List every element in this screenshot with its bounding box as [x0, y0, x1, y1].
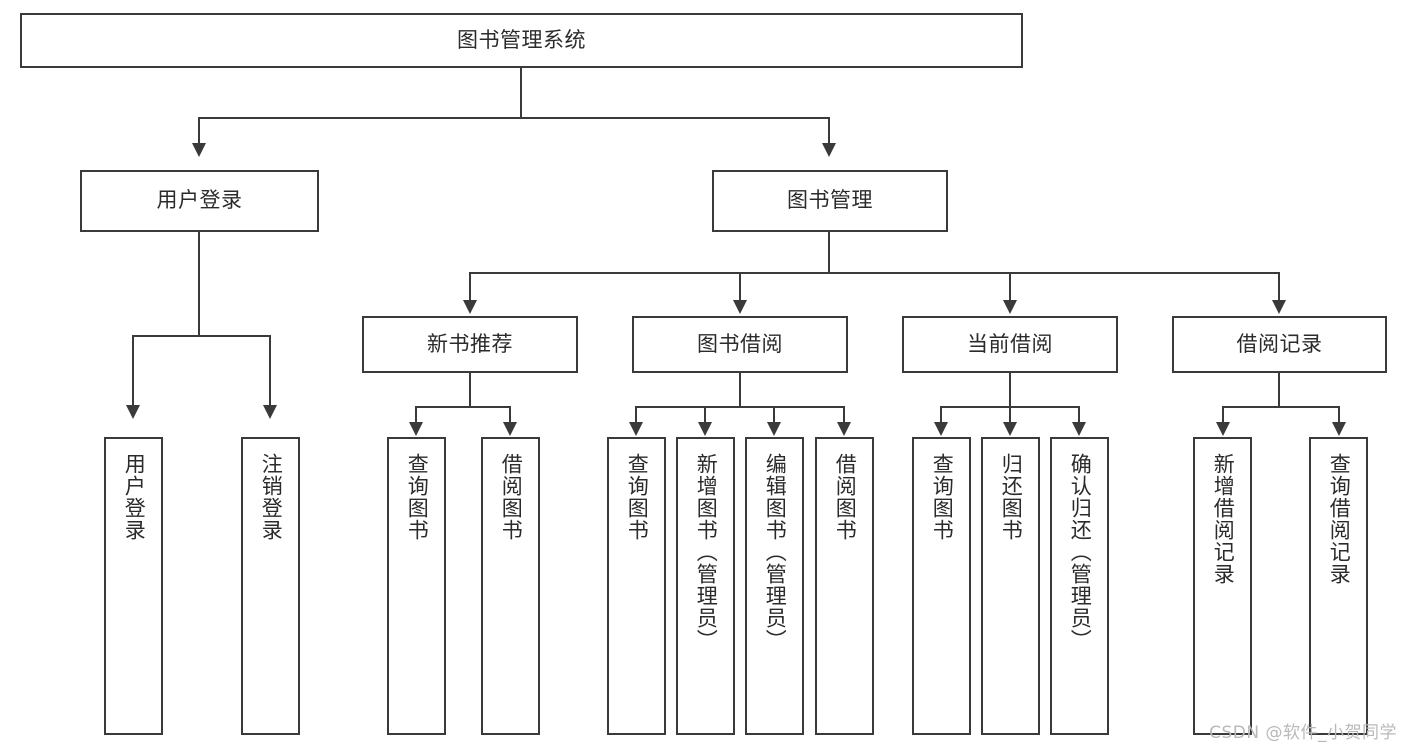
connector-book-borrow-drop-2	[704, 406, 706, 424]
leaf-new-book-query-book[interactable]: 查询图书	[387, 437, 446, 735]
leaf-book-borrow-borrow-book[interactable]: 借阅图书	[815, 437, 874, 735]
connector-borrow-record-drop-2	[1338, 406, 1340, 424]
leaf-label: 新增借阅记录	[1211, 453, 1236, 585]
leaf-borrow-record-add-record[interactable]: 新增借阅记录	[1193, 437, 1252, 735]
leaf-label: 借阅图书	[833, 453, 858, 541]
node-label: 借阅记录	[1236, 331, 1323, 356]
arrowhead-book-borrow-leaf-3	[767, 422, 781, 436]
connector-book-borrow-drop-3	[773, 406, 775, 424]
node-new-book-recommend[interactable]: 新书推荐	[362, 316, 578, 373]
leaf-label: 用户登录	[122, 453, 147, 541]
connector-current-borrow-stem	[1009, 373, 1011, 408]
node-current-borrow[interactable]: 当前借阅	[902, 316, 1118, 373]
node-user-login[interactable]: 用户登录	[80, 170, 319, 232]
connector-user-login-stem	[198, 232, 200, 336]
leaf-label: 确认归还（管理员）	[1068, 453, 1093, 651]
connector-root-drop-2	[828, 117, 830, 145]
arrowhead-borrow-record-leaf-2	[1332, 422, 1346, 436]
node-label: 用户登录	[156, 188, 243, 213]
node-label: 新书推荐	[427, 331, 513, 356]
connector-borrow-record-drop-1	[1222, 406, 1224, 424]
connector-user-login-drop-2	[269, 335, 271, 407]
connector-root-bus	[198, 117, 830, 119]
node-label: 图书管理系统	[457, 27, 586, 52]
leaf-label: 归还图书	[999, 453, 1024, 541]
connector-new-book-drop-1	[415, 406, 417, 424]
connector-borrow-record-bus	[1222, 406, 1340, 408]
connector-user-login-bus	[132, 335, 270, 337]
leaf-new-book-borrow-book[interactable]: 借阅图书	[481, 437, 540, 735]
csdn-watermark: CSDN @软件_小贺同学	[1209, 723, 1397, 743]
node-label: 图书管理	[787, 188, 873, 213]
connector-book-manage-drop-1	[469, 272, 471, 302]
arrowhead-to-new-book	[463, 300, 477, 314]
connector-book-manage-drop-3	[1009, 272, 1011, 302]
connector-book-manage-drop-4	[1278, 272, 1280, 302]
connector-root-stem	[520, 68, 522, 118]
connector-new-book-stem	[469, 373, 471, 408]
connector-root-drop-1	[198, 117, 200, 145]
connector-borrow-record-stem	[1278, 373, 1280, 408]
arrowhead-user-login-leaf-2	[263, 405, 277, 419]
arrowhead-book-borrow-leaf-4	[837, 422, 851, 436]
leaf-label: 新增图书（管理员）	[694, 453, 719, 651]
leaf-book-borrow-edit-book[interactable]: 编辑图书（管理员）	[745, 437, 804, 735]
arrowhead-to-book-manage	[822, 143, 836, 157]
leaf-label: 借阅图书	[499, 453, 524, 541]
connector-book-manage-stem	[828, 232, 830, 273]
node-borrow-record[interactable]: 借阅记录	[1172, 316, 1387, 373]
connector-book-manage-bus	[469, 272, 1280, 274]
arrowhead-current-borrow-leaf-1	[934, 422, 948, 436]
leaf-current-borrow-return-book[interactable]: 归还图书	[981, 437, 1040, 735]
node-root-system[interactable]: 图书管理系统	[20, 13, 1023, 68]
node-label: 图书借阅	[697, 331, 783, 356]
arrowhead-new-book-leaf-1	[409, 422, 423, 436]
connector-book-borrow-drop-4	[843, 406, 845, 424]
arrowhead-current-borrow-leaf-3	[1072, 422, 1086, 436]
arrowhead-new-book-leaf-2	[503, 422, 517, 436]
leaf-book-borrow-add-book[interactable]: 新增图书（管理员）	[676, 437, 735, 735]
connector-new-book-bus	[415, 406, 511, 408]
arrowhead-to-borrow-record	[1272, 300, 1286, 314]
leaf-current-borrow-query-book[interactable]: 查询图书	[912, 437, 971, 735]
leaf-label: 注销登录	[259, 453, 284, 541]
leaf-current-borrow-confirm-return[interactable]: 确认归还（管理员）	[1050, 437, 1109, 735]
leaf-label: 查询图书	[930, 453, 955, 541]
leaf-user-login-logout[interactable]: 注销登录	[241, 437, 300, 735]
connector-user-login-drop-1	[132, 335, 134, 407]
leaf-label: 编辑图书（管理员）	[763, 453, 788, 651]
arrowhead-borrow-record-leaf-1	[1216, 422, 1230, 436]
connector-book-borrow-bus	[635, 406, 845, 408]
arrowhead-to-user-login	[192, 143, 206, 157]
leaf-label: 查询借阅记录	[1327, 453, 1352, 585]
connector-current-borrow-drop-1	[940, 406, 942, 424]
arrowhead-user-login-leaf-1	[126, 405, 140, 419]
connector-book-borrow-stem	[739, 373, 741, 408]
connector-current-borrow-drop-2	[1009, 406, 1011, 424]
arrowhead-book-borrow-leaf-1	[629, 422, 643, 436]
leaf-borrow-record-query-record[interactable]: 查询借阅记录	[1309, 437, 1368, 735]
leaf-label: 查询图书	[625, 453, 650, 541]
node-label: 当前借阅	[967, 331, 1053, 356]
node-book-manage[interactable]: 图书管理	[712, 170, 948, 232]
connector-book-manage-drop-2	[739, 272, 741, 302]
connector-new-book-drop-2	[509, 406, 511, 424]
arrowhead-current-borrow-leaf-2	[1003, 422, 1017, 436]
leaf-user-login-login[interactable]: 用户登录	[104, 437, 163, 735]
arrowhead-to-book-borrow	[733, 300, 747, 314]
connector-book-borrow-drop-1	[635, 406, 637, 424]
connector-current-borrow-drop-3	[1078, 406, 1080, 424]
arrowhead-book-borrow-leaf-2	[698, 422, 712, 436]
node-book-borrow[interactable]: 图书借阅	[632, 316, 848, 373]
arrowhead-to-current-borrow	[1003, 300, 1017, 314]
leaf-book-borrow-query-book[interactable]: 查询图书	[607, 437, 666, 735]
leaf-label: 查询图书	[405, 453, 430, 541]
